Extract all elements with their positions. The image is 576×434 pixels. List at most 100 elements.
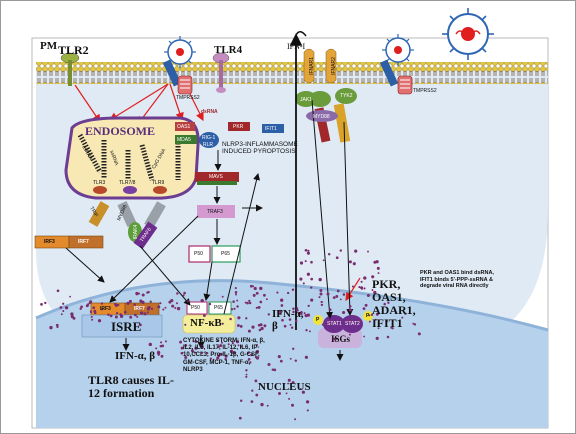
cytokine-dot: [401, 316, 404, 319]
cytokine-dot: [221, 341, 223, 344]
cytokine-dot: [302, 282, 305, 285]
cytokine-dot: [244, 301, 247, 304]
cytokine-dot: [306, 251, 310, 255]
traf6-shape: [133, 221, 158, 250]
cytokine-dot: [157, 353, 160, 356]
cytokine-dot: [310, 277, 314, 281]
cytokine-dot: [364, 303, 368, 307]
cytokine-dot: [296, 309, 299, 312]
cytokine-dot: [255, 343, 259, 347]
cytokine-dot: [92, 306, 96, 310]
cytokine-dot: [139, 311, 144, 315]
cytokine-dot: [190, 349, 194, 353]
cytokine-dot: [306, 409, 309, 412]
cytokine-dot: [326, 292, 330, 296]
cytokine-dot: [276, 291, 279, 294]
cytokine-dot: [387, 301, 390, 304]
cytokine-dot: [146, 291, 149, 294]
pm-label: PM: [40, 40, 58, 52]
cytokine-dot: [44, 301, 47, 305]
tlr9-adaptor-shape: [144, 201, 166, 229]
cytokine-dot: [332, 320, 335, 324]
cytokine-dot: [335, 294, 339, 298]
cytokine-dot: [160, 341, 163, 344]
receptor-icon: [379, 59, 413, 95]
cytokine-dot: [146, 307, 151, 311]
cytokine-dot: [252, 293, 256, 297]
cytokine-storm-label: CYTOKINE STORM: IFN-α, β, IL2, IL6, IL17…: [183, 338, 265, 373]
cytokine-dot: [339, 298, 342, 301]
cytokine-dot: [157, 305, 161, 309]
cytokine-dot: [304, 260, 307, 263]
cytokine-dot: [310, 298, 314, 302]
cytokine-dot: [352, 262, 356, 266]
cytokine-dot: [319, 289, 323, 292]
rlr-label: RLR: [203, 142, 214, 148]
tlr8-causes-label: TLR8 causes IL-12 formation: [88, 373, 175, 400]
cytokine-dot: [227, 343, 230, 346]
mda5-box: [175, 135, 197, 144]
cytokine-dot: [224, 354, 228, 358]
cytokine-dot: [358, 286, 361, 289]
cytokine-dot: [386, 335, 390, 339]
cytokine-dot: [176, 306, 181, 311]
cytokine-dot: [251, 389, 254, 392]
cytokine-dot: [252, 285, 255, 288]
nfkb-box: [182, 314, 236, 334]
isgs-label: ISGs: [331, 334, 351, 344]
isg-note-label: PKR and OAS1 bind dsRNA, IFIT1 binds 5'-…: [420, 270, 494, 289]
cytokine-dot: [287, 378, 291, 382]
cytokine-dot: [320, 300, 323, 304]
cytokine-dot: [318, 296, 321, 299]
cytokine-dot: [291, 403, 294, 407]
cytokine-dot: [412, 322, 415, 325]
cytokine-dot: [413, 323, 417, 326]
tmprss2-left-label: TMPRSS2: [176, 95, 200, 101]
cytokine-dot: [327, 252, 331, 256]
ifnar-complex: [295, 48, 357, 143]
cytokine-dot: [377, 327, 380, 330]
cytokine-dot: [212, 358, 215, 361]
pkr-label: PKR: [233, 124, 244, 130]
stat2-shape: [341, 315, 363, 333]
cytokine-dot: [56, 289, 60, 293]
cytokine-dot: [135, 291, 139, 296]
cytokine-dot: [247, 329, 251, 333]
cytokine-dot: [279, 309, 283, 314]
cytokine-dot: [141, 293, 145, 297]
cytokine-dot: [291, 288, 295, 291]
cytokine-dot: [339, 249, 342, 252]
cytokine-dot: [100, 308, 104, 311]
isre-label: ISRE: [111, 319, 142, 334]
red-arrows: [74, 83, 361, 302]
cytokine-dot: [183, 291, 186, 295]
cytokine-dot: [280, 304, 284, 307]
cytokine-dot: [91, 318, 94, 321]
cytokine-dot: [374, 318, 377, 321]
cytokine-dot: [194, 340, 198, 343]
p50-label: P50: [194, 251, 203, 257]
cytokine-dot: [164, 340, 167, 343]
cytokine-dot: [363, 287, 366, 290]
myd88-mem-label: MYD88: [313, 114, 330, 120]
cytokine-dot: [255, 349, 260, 354]
cytokine-dot: [180, 351, 184, 355]
cytokine-dot: [304, 248, 308, 252]
cytokine-dot: [179, 340, 183, 344]
cytokine-dot: [192, 340, 195, 343]
cytokine-dot: [237, 316, 241, 320]
cytokine-dot: [294, 359, 298, 362]
cytokine-dot: [60, 313, 63, 316]
cytokine-dot: [258, 328, 262, 332]
cytokine-dot: [159, 302, 162, 305]
cytokine-dot: [136, 315, 139, 318]
cytokine-dot: [376, 266, 380, 270]
ifn-i-label: IFN-I: [287, 42, 306, 51]
cytokine-dot: [134, 313, 137, 317]
cytokine-dot: [245, 317, 248, 320]
cytokine-dots: [40, 248, 421, 421]
cytokine-dot: [114, 303, 117, 306]
cytokine-dot: [348, 260, 352, 264]
cytokine-dot: [322, 259, 325, 262]
cytokine-dot: [390, 326, 393, 329]
